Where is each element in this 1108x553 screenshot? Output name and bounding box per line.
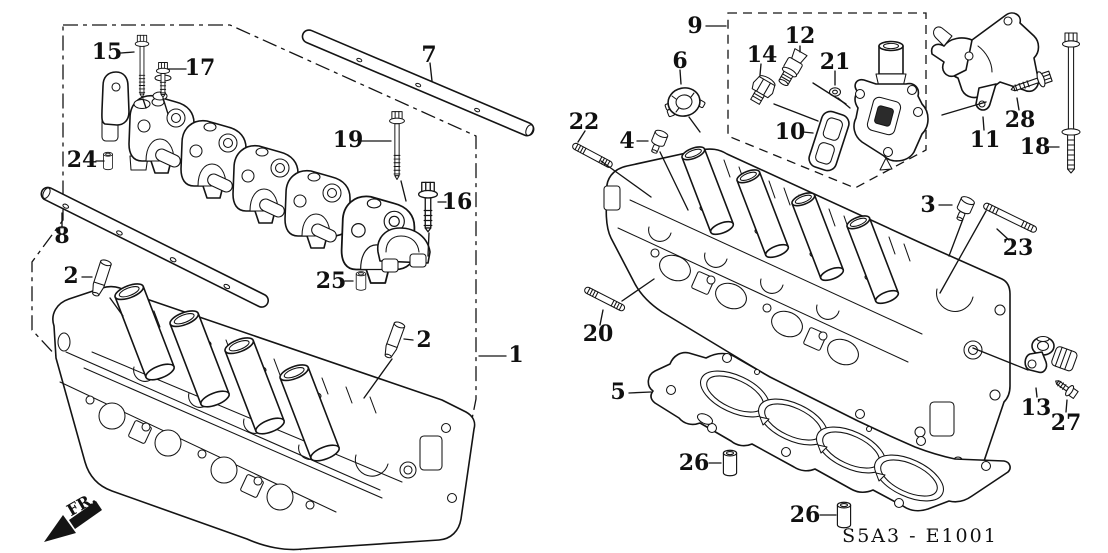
solenoid-gasket-10-drawing xyxy=(808,110,850,172)
callout-14: 14 xyxy=(747,42,778,68)
rocker-shaft-7-drawing xyxy=(301,29,535,137)
callout-28: 28 xyxy=(1005,107,1036,133)
callout-18: 18 xyxy=(1020,134,1051,160)
cylinder-head-right-drawing xyxy=(603,143,1011,486)
sensor-14-drawing xyxy=(750,75,776,105)
leader-line-13 xyxy=(972,347,1029,371)
bolt-18 xyxy=(1061,32,1081,174)
leader-line-13 xyxy=(1035,387,1038,398)
vtec-solenoid-drawing xyxy=(853,40,929,171)
leader-line-11 xyxy=(941,101,987,116)
callout-22: 22 xyxy=(569,109,600,135)
leader-line-15 xyxy=(120,51,135,54)
bolt-15 xyxy=(134,34,150,98)
dowel-pin-26a xyxy=(722,449,738,477)
rocker-followers xyxy=(155,148,337,243)
seal-cap-3 xyxy=(952,194,976,224)
fr-direction-arrow: FR. xyxy=(44,488,102,542)
rubber-cap-25 xyxy=(355,271,367,291)
leader-line-2b xyxy=(363,358,393,399)
leader-line-16 xyxy=(427,232,430,257)
leader-line-7 xyxy=(429,62,433,82)
callout-8: 8 xyxy=(54,223,69,249)
bolt-17 xyxy=(154,62,172,98)
rocker-shaft-8-drawing xyxy=(40,186,270,308)
callout-15: 15 xyxy=(92,39,123,65)
callout-7: 7 xyxy=(421,42,436,68)
leader-line-27 xyxy=(1065,399,1068,413)
callout-10: 10 xyxy=(775,119,806,145)
callout-23: 23 xyxy=(1003,235,1034,261)
leader-line-14 xyxy=(773,103,819,122)
stud-22 xyxy=(570,141,614,170)
callout-27: 27 xyxy=(1051,410,1082,436)
dowel-pin-26b xyxy=(836,501,852,529)
leader-line-17 xyxy=(162,97,169,115)
leader-line-11 xyxy=(982,116,985,131)
callout-17: 17 xyxy=(185,55,216,81)
leader-line-28 xyxy=(1016,97,1020,111)
bracket-11-drawing xyxy=(930,12,1040,111)
lost-motion-holder xyxy=(101,71,149,171)
callout-6: 6 xyxy=(672,48,687,74)
callout-12: 12 xyxy=(785,23,816,49)
diagram-code: S5A3 - E1001 xyxy=(842,525,998,547)
leader-line-6 xyxy=(688,116,701,133)
callout-26a: 26 xyxy=(679,450,710,476)
valve-guide-2b xyxy=(381,320,406,360)
leader-line-15 xyxy=(142,98,147,109)
bolt-27 xyxy=(1051,375,1080,401)
bolt-16 xyxy=(417,181,439,233)
leader-line-3 xyxy=(948,218,964,257)
callout-26b: 26 xyxy=(790,502,821,528)
leader-line-2a xyxy=(109,297,124,317)
leader-line-2b xyxy=(403,338,414,341)
leader-line-20 xyxy=(599,309,604,326)
callout-21: 21 xyxy=(820,49,851,75)
callout-25: 25 xyxy=(316,268,347,294)
seal-cap-4 xyxy=(647,128,670,156)
leader-line-14 xyxy=(759,63,762,76)
callout-2a: 2 xyxy=(63,263,78,289)
cam-seal-6-drawing xyxy=(664,87,706,118)
leader-line-5 xyxy=(628,391,652,394)
leader-line-22 xyxy=(600,160,652,198)
rocker-arm-assembly-drawing xyxy=(101,71,431,284)
leader-line-21 xyxy=(837,97,851,109)
callout-19: 19 xyxy=(333,127,364,153)
leader-line-23 xyxy=(939,210,987,294)
head-gasket-drawing xyxy=(647,351,1011,512)
leader-line-19 xyxy=(400,180,407,202)
callout-13: 13 xyxy=(1021,395,1052,421)
leader-line-20 xyxy=(621,278,655,302)
leader-line-6 xyxy=(679,69,682,85)
leader-line-10 xyxy=(802,131,814,134)
callout-24: 24 xyxy=(67,147,98,173)
callout-20: 20 xyxy=(583,321,614,347)
leader-line-4 xyxy=(659,151,689,211)
callout-4: 4 xyxy=(619,128,634,154)
callout-9: 9 xyxy=(687,13,702,39)
callout-3: 3 xyxy=(920,192,935,218)
sensor-13-drawing xyxy=(1024,335,1078,374)
stud-23 xyxy=(982,201,1039,234)
callout-16: 16 xyxy=(442,189,473,215)
callout-11: 11 xyxy=(970,127,1001,153)
leader-line-23 xyxy=(996,228,1010,241)
callout-2b: 2 xyxy=(416,327,431,353)
cylinder-head-left-drawing xyxy=(52,279,476,551)
stud-20 xyxy=(583,285,627,313)
leader-line-22 xyxy=(577,130,586,143)
bolt-19 xyxy=(389,111,405,181)
camshaft-end-cap xyxy=(376,227,431,273)
callout-1: 1 xyxy=(508,342,523,368)
oil-pressure-switch-12-drawing xyxy=(778,48,808,87)
callout-5: 5 xyxy=(610,379,625,405)
rubber-cap-24 xyxy=(103,151,113,171)
